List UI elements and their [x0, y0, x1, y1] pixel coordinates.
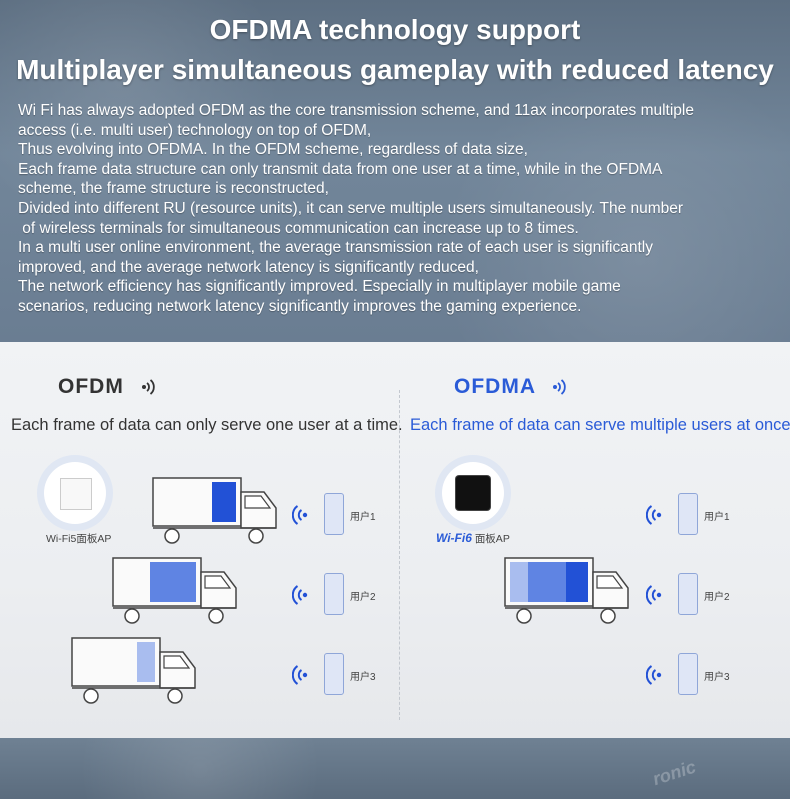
phone-icon: [678, 573, 698, 615]
wifi-signal-icon: [292, 585, 308, 605]
ofdma-ap-text: 面板AP: [474, 533, 510, 545]
truck-icon: [71, 637, 196, 704]
phone-icon: [324, 573, 344, 615]
ofdma-heading: OFDMA: [454, 375, 568, 399]
wifi6-logo: Wi-Fi6: [436, 531, 472, 545]
phone-icon: [678, 493, 698, 535]
description-line: Thus evolving into OFDMA. In the OFDM sc…: [18, 141, 528, 159]
ofdma-ap-label: Wi-Fi6 面板AP: [436, 531, 510, 546]
user-label: 用户3: [704, 672, 730, 683]
page-subtitle: Multiplayer simultaneous gameplay with r…: [16, 54, 774, 85]
ofdma-heading-label: OFDMA: [454, 375, 536, 398]
description-paragraph: Wi Fi has always adopted OFDM as the cor…: [18, 101, 778, 317]
phone-icon: [678, 653, 698, 695]
description-line: Wi Fi has always adopted OFDM as the cor…: [18, 102, 694, 119]
description-line: improved, and the average network latenc…: [18, 258, 479, 276]
wifi-signal-icon: [553, 379, 566, 396]
description-line: scenarios, reducing network latency sign…: [18, 297, 582, 315]
wifi-signal-icon: [141, 379, 155, 396]
wifi-signal-icon: [646, 505, 662, 525]
ofdm-ap-label: Wi-Fi5面板AP: [46, 533, 112, 545]
description-line: In a multi user online environment, the …: [18, 239, 653, 257]
truck-icon: [504, 557, 629, 624]
ofdma-caption: Each frame of data can serve multiple us…: [410, 416, 790, 434]
ofdm-heading-label: OFDM: [58, 375, 124, 398]
description-line: scheme, the frame structure is reconstru…: [18, 180, 329, 198]
phone-icon: [324, 493, 344, 535]
user-label: 用户2: [350, 592, 376, 603]
user-label: 用户2: [704, 592, 730, 603]
wifi-signal-icon: [646, 585, 662, 605]
user-label: 用户3: [350, 672, 376, 683]
phone-icon: [324, 653, 344, 695]
column-divider: [399, 390, 400, 720]
description-line: Each frame data structure can only trans…: [18, 160, 663, 178]
truck-icon: [112, 557, 237, 624]
bottom-background: [0, 738, 790, 799]
wifi-signal-icon: [292, 665, 308, 685]
user-label: 用户1: [704, 512, 730, 523]
description-line: The network efficiency has significantly…: [18, 278, 621, 296]
description-line: of wireless terminals for simultaneous c…: [18, 219, 579, 237]
page-title: OFDMA technology support: [209, 14, 581, 45]
ofdm-heading: OFDM: [58, 375, 157, 399]
ofdm-caption: Each frame of data can only serve one us…: [11, 416, 403, 434]
description-line: Divided into different RU (resource unit…: [18, 199, 684, 217]
access-point-icon: [44, 462, 106, 524]
access-point-icon: [442, 462, 504, 524]
wifi-signal-icon: [292, 505, 308, 525]
truck-icon: [152, 477, 277, 544]
wifi-signal-icon: [646, 665, 662, 685]
description-line: access (i.e. multi user) technology on t…: [18, 121, 372, 139]
top-background: [0, 0, 790, 342]
user-label: 用户1: [350, 512, 376, 523]
